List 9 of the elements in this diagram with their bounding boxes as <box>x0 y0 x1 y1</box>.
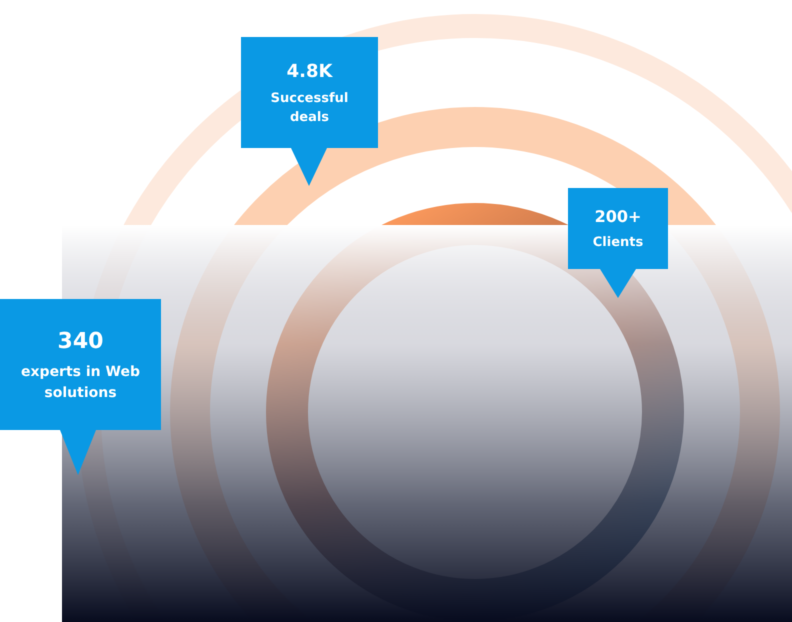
callout-bubble <box>0 299 161 475</box>
stat-value: 200+ <box>594 206 642 228</box>
stat-label: Successful deals <box>270 90 350 127</box>
stat-label: experts in Web solutions <box>20 363 141 403</box>
stat-value: 340 <box>58 328 104 356</box>
callout-bubble <box>241 37 378 186</box>
stat-label: Clients <box>592 234 644 252</box>
callout-bubble <box>568 188 668 298</box>
stat-value: 4.8K <box>286 60 332 84</box>
